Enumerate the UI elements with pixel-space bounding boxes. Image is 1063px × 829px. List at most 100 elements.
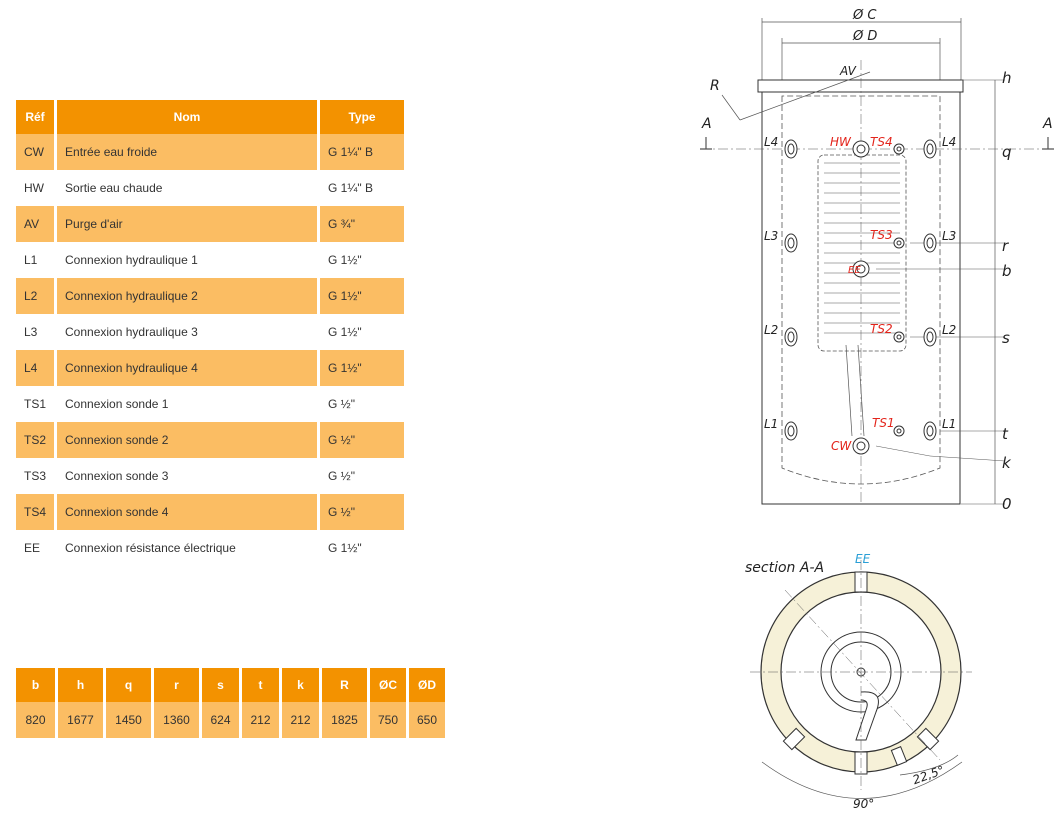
connection-row: HW Sortie eau chaude G 1¼" B [16, 170, 404, 206]
header-ref: Réf [16, 100, 55, 134]
connection-ref: AV [16, 206, 55, 242]
connection-ref: TS4 [16, 494, 55, 530]
dimension-value: 624 [202, 702, 239, 738]
dimension-value: 1825 [322, 702, 367, 738]
connection-type: G ½" [328, 469, 355, 483]
dimension-value: 212 [282, 702, 319, 738]
connection-name: Connexion hydraulique 1 [65, 253, 198, 267]
dim-label-h: h [1002, 69, 1012, 87]
dim-label-b: b [1002, 262, 1012, 280]
connection-type: G 1¼" B [328, 181, 373, 195]
label-oc: Ø C [852, 8, 877, 23]
connection-row: TS3 Connexion sonde 3 G ½" [16, 458, 404, 494]
dimension-header: b [16, 668, 55, 702]
connection-name: Entrée eau froide [57, 134, 318, 170]
label-left-l4: L4 [764, 135, 778, 149]
label-ts3: TS3 [870, 228, 893, 242]
connection-ref: EE [24, 541, 41, 555]
connection-type: G ¾" [320, 206, 405, 242]
label-r: R [710, 78, 720, 94]
tank-drawing: Ø C Ø D AV R A A L4 L3 L2 L1 L4 L3 L2 L1… [700, 8, 1054, 811]
connection-type: G ½" [320, 494, 405, 530]
section-ee-label: EE [855, 552, 871, 566]
connection-row: EE Connexion résistance électrique G 1½" [16, 530, 404, 566]
connection-ref: TS3 [24, 469, 47, 483]
connection-name: Sortie eau chaude [65, 181, 163, 195]
label-a-right: A [1042, 116, 1053, 132]
dimension-header: h [58, 668, 103, 702]
dim-label-k: k [1002, 454, 1012, 472]
dimension-value: 212 [242, 702, 279, 738]
connection-name: Connexion hydraulique 2 [57, 278, 318, 314]
connection-type: G 1½" [320, 278, 405, 314]
label-ts4: TS4 [870, 135, 893, 149]
connection-name: Connexion sonde 2 [57, 422, 318, 458]
connection-ref: CW [16, 134, 55, 170]
dim-label-t: t [1002, 425, 1009, 443]
connection-ref: L4 [16, 350, 55, 386]
label-ee: EE [848, 265, 861, 276]
connection-ref: L2 [16, 278, 55, 314]
connection-name: Purge d'air [57, 206, 318, 242]
label-a-left: A [701, 116, 712, 132]
dimension-header: R [322, 668, 367, 702]
label-left-l1: L1 [764, 417, 778, 431]
dimension-header: ØD [409, 668, 445, 702]
label-right-l1: L1 [942, 417, 956, 431]
label-hw: HW [830, 135, 852, 149]
connection-name: Connexion sonde 3 [65, 469, 169, 483]
connection-ref: TS2 [16, 422, 55, 458]
label-ts2: TS2 [870, 322, 893, 336]
connection-type: G ½" [320, 422, 405, 458]
label-right-l2: L2 [942, 323, 956, 337]
dim-label-s: s [1002, 329, 1010, 347]
connection-ref: L1 [24, 253, 38, 267]
connection-ref: TS1 [24, 397, 47, 411]
connection-ref: HW [24, 181, 44, 195]
connection-row: L1 Connexion hydraulique 1 G 1½" [16, 242, 404, 278]
dimension-header: t [242, 668, 279, 702]
connection-type: G ½" [328, 397, 355, 411]
dimension-value: 750 [370, 702, 406, 738]
header-type: Type [320, 100, 405, 134]
section-title: section A-A [745, 560, 824, 576]
connection-type: G 1½" [320, 350, 405, 386]
connection-type: G 1½" [328, 325, 362, 339]
label-od: Ø D [852, 29, 877, 44]
dimension-header: k [282, 668, 319, 702]
dim-label-q: q [1002, 143, 1012, 161]
connection-name: Connexion résistance électrique [65, 541, 236, 555]
connection-name: Connexion sonde 4 [57, 494, 318, 530]
dimension-value: 650 [409, 702, 445, 738]
label-left-l2: L2 [764, 323, 778, 337]
dimension-header: r [154, 668, 199, 702]
dimension-header: s [202, 668, 239, 702]
connection-type: G 1½" [328, 541, 362, 555]
dim-label-0: 0 [1002, 495, 1012, 513]
label-ts1: TS1 [872, 416, 895, 430]
dim-label-r: r [1002, 237, 1009, 255]
header-name: Nom [57, 100, 318, 134]
label-right-l4: L4 [942, 135, 956, 149]
label-cw: CW [831, 439, 852, 453]
connection-type: G 1½" [328, 253, 362, 267]
connection-name: Connexion hydraulique 4 [57, 350, 318, 386]
dimension-value: 1360 [154, 702, 199, 738]
connection-name: Connexion hydraulique 3 [65, 325, 198, 339]
connection-name: Connexion sonde 1 [65, 397, 169, 411]
dimension-value: 1677 [58, 702, 103, 738]
connections-header-row: Réf Nom Type [16, 100, 405, 134]
dimension-header: q [106, 668, 151, 702]
connection-row: TS1 Connexion sonde 1 G ½" [16, 386, 404, 422]
label-av: AV [839, 64, 857, 78]
